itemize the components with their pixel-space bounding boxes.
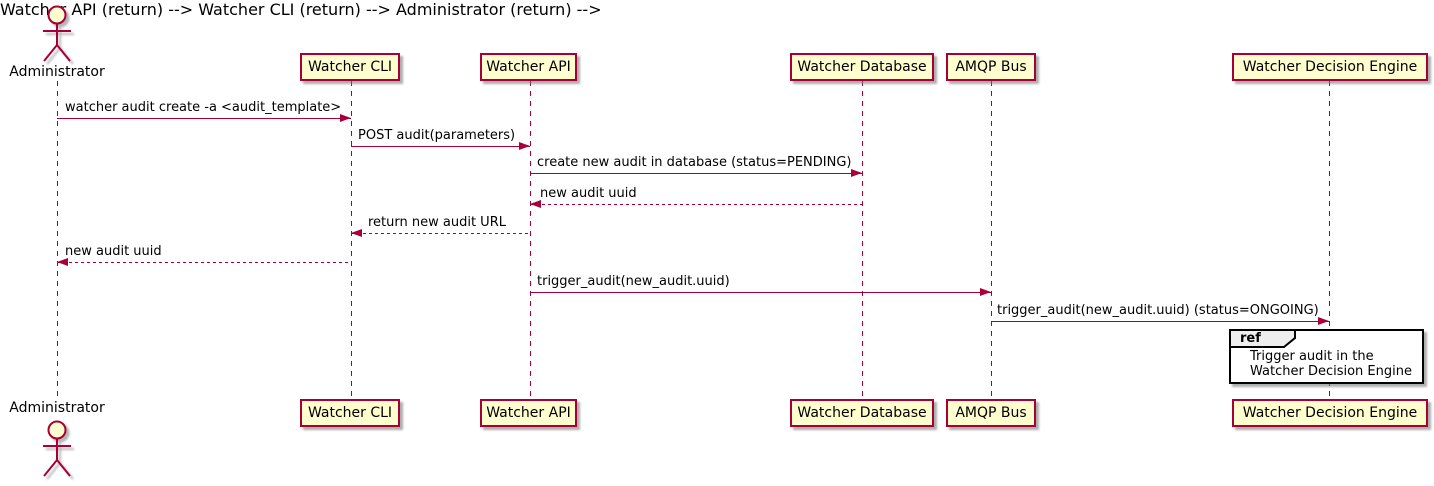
participant-watcher-cli-bottom: Watcher CLI — [300, 399, 400, 427]
lifeline-administrator — [57, 81, 58, 399]
participant-watcher-decision-engine-bottom: Watcher Decision Engine — [1232, 399, 1428, 427]
lifeline-watcher-api — [530, 81, 531, 399]
message-label-3: create new audit in database (status=PEN… — [537, 155, 852, 170]
message-line-8 — [991, 321, 1329, 322]
participant-watcher-database-top: Watcher Database — [790, 53, 934, 81]
actor-icon — [43, 420, 71, 477]
ref-text: Trigger audit in the Watcher Decision En… — [1250, 349, 1412, 379]
participant-amqp-bus-bottom: AMQP Bus — [946, 399, 1036, 427]
participant-amqp-bus-top: AMQP Bus — [946, 53, 1036, 81]
ref-keyword: ref — [1240, 331, 1261, 346]
arrowhead-right-icon — [1318, 317, 1329, 325]
message-line-4 — [530, 204, 862, 205]
participant-watcher-decision-engine-top: Watcher Decision Engine — [1232, 53, 1428, 81]
message-label-5: return new audit URL — [368, 215, 506, 230]
actor-label-bottom: Administrator — [9, 400, 105, 416]
participant-watcher-api-top: Watcher API — [480, 53, 577, 81]
message-line-6 — [57, 262, 351, 263]
message-label-4: new audit uuid — [540, 186, 637, 201]
participant-watcher-api-bottom: Watcher API — [480, 399, 577, 427]
arrowhead-right-icon — [519, 142, 530, 150]
message-line-5 — [351, 233, 530, 234]
actor-label-top: Administrator — [9, 64, 105, 80]
ref-fragment: ref Trigger audit in the Watcher Decisio… — [1229, 329, 1424, 384]
arrowhead-left-icon — [530, 200, 541, 208]
message-line-1 — [57, 118, 351, 119]
participant-watcher-database-bottom: Watcher Database — [790, 399, 934, 427]
ref-text-line2: Watcher Decision Engine — [1250, 364, 1412, 379]
ref-text-line1: Trigger audit in the — [1250, 349, 1374, 364]
lifeline-watcher-cli — [351, 81, 352, 399]
arrowhead-left-icon — [351, 229, 362, 237]
message-line-2 — [351, 146, 530, 147]
message-line-7 — [530, 292, 991, 293]
message-label-2: POST audit(parameters) — [358, 128, 516, 143]
message-label-8: trigger_audit(new_audit.uuid) (status=ON… — [997, 303, 1319, 318]
arrowhead-right-icon — [851, 169, 862, 177]
lifeline-watcher-database — [862, 81, 863, 399]
arrowhead-left-icon — [57, 258, 68, 266]
arrowhead-right-icon — [980, 288, 991, 296]
message-label-1: watcher audit create -a <audit_template> — [65, 100, 342, 115]
lifeline-watcher-decision-engine — [1329, 81, 1330, 399]
ref-pentagon-icon — [1229, 329, 1296, 348]
arrowhead-right-icon — [340, 114, 351, 122]
actor-icon — [43, 5, 71, 62]
lifeline-amqp-bus — [991, 81, 992, 399]
participant-watcher-cli-top: Watcher CLI — [300, 53, 400, 81]
message-label-6: new audit uuid — [65, 244, 162, 259]
message-label-7: trigger_audit(new_audit.uuid) — [537, 274, 730, 289]
message-line-3 — [530, 173, 862, 174]
